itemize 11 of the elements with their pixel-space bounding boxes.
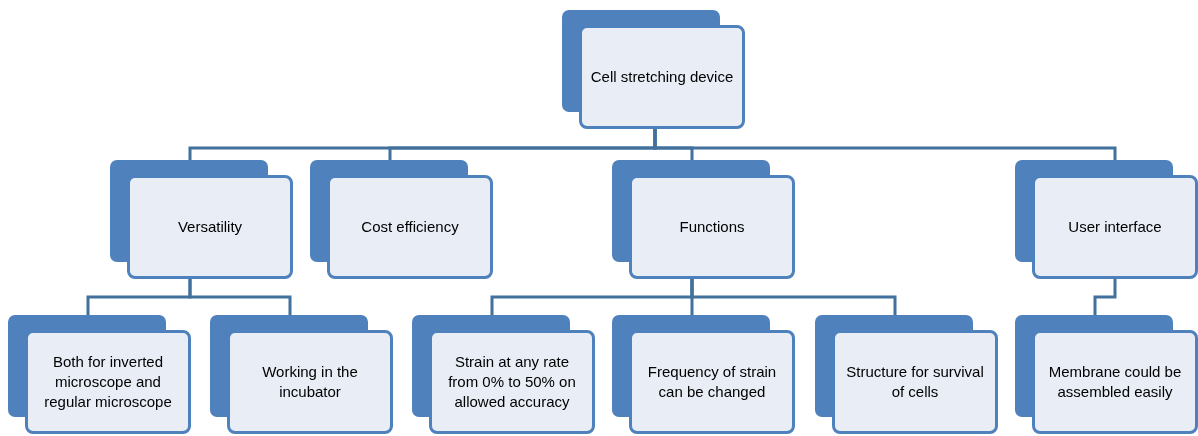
node-label: Cost efficiency xyxy=(360,217,460,237)
node-label: Working in the incubator xyxy=(261,362,359,402)
node-label: Strain at any rate from 0% to 50% on allowed accuracy xyxy=(447,352,577,412)
node-label: User interface xyxy=(1067,217,1163,237)
node-label: Versatility xyxy=(176,217,244,237)
node-label: Structure for survival of cells xyxy=(845,362,985,402)
node-label: Frequency of strain can be changed xyxy=(646,362,778,402)
node-label: Membrane could be assembled easily xyxy=(1047,362,1183,402)
node-label: Functions xyxy=(678,217,746,237)
node-label: Cell stretching device xyxy=(589,67,735,87)
node-label: Both for inverted microscope and regular microscope xyxy=(43,352,173,412)
